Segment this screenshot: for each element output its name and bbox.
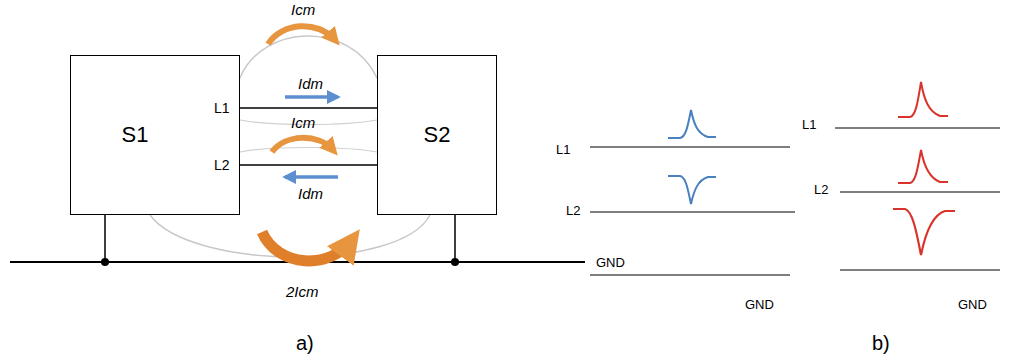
diagram-label: GND: [596, 256, 625, 269]
junction-dot: [451, 258, 459, 266]
conductor-line: [240, 107, 377, 109]
diagram-label: L2: [214, 158, 230, 172]
diagram-label: L2: [566, 204, 580, 217]
ground-line: [840, 269, 1000, 270]
icm-arrow: [272, 138, 333, 152]
cm-return-pulse: [893, 209, 955, 255]
loop-top: [240, 36, 377, 78]
system-name: S2: [424, 122, 451, 148]
cm-pulse: [898, 82, 948, 117]
system-name: S1: [122, 122, 149, 148]
loop-bottom: [150, 215, 430, 257]
idm-arrow: [285, 95, 338, 99]
ground-wire: [104, 215, 106, 262]
dm-pulse: [668, 176, 716, 204]
system-box: S2: [377, 55, 497, 215]
diagram-label: GND: [958, 298, 987, 311]
system-box: S1: [70, 55, 240, 215]
idm-arrow: [285, 175, 338, 179]
icm-arrow-large: [262, 232, 352, 261]
ground-line: [590, 274, 790, 275]
diagram-label: Idm: [298, 76, 323, 91]
diagram-label: b): [872, 333, 890, 353]
dm-pulse: [668, 110, 716, 138]
conductor-line: [835, 127, 1000, 128]
conductor-line: [590, 211, 795, 212]
diagram-label: L1: [214, 101, 230, 115]
ground-wire: [454, 215, 456, 262]
diagram-label: Icm: [291, 2, 315, 17]
junction-dot: [101, 258, 109, 266]
diagram-label: 2Icm: [286, 284, 319, 299]
diagram-label: a): [296, 333, 314, 353]
diagram-label: GND: [745, 298, 774, 311]
conductor-line: [240, 164, 377, 166]
conductor-line: [840, 191, 1000, 192]
diagram-label: Idm: [298, 186, 323, 201]
diagram-label: L2: [814, 183, 828, 196]
conductor-line: [590, 146, 790, 147]
diagram-label: L1: [556, 143, 570, 156]
cm-pulse: [898, 150, 948, 183]
diagram-label: Icm: [291, 115, 315, 130]
diagram-label: L1: [802, 118, 816, 131]
icm-arrow: [268, 26, 335, 44]
